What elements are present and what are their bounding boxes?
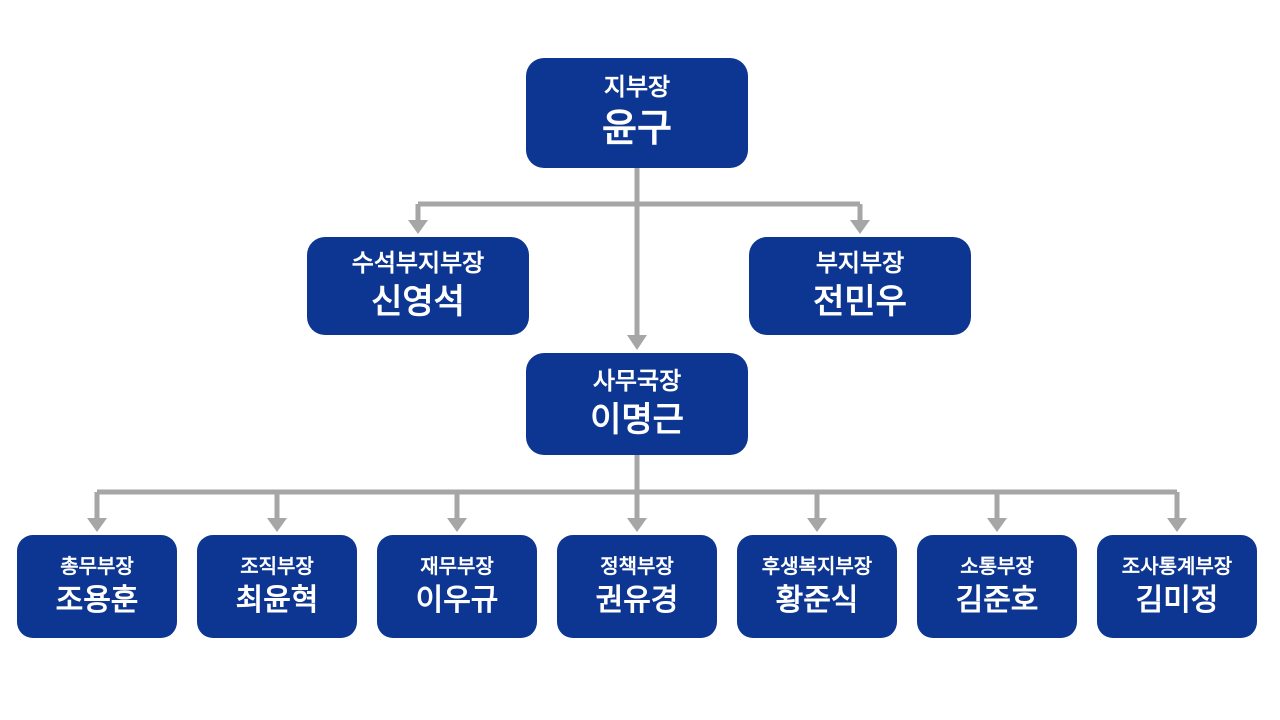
arrowhead-d4 [627,518,647,532]
role-title: 지부장 [603,74,671,102]
arrowhead-l2a [408,220,428,234]
person-name: 윤구 [602,107,672,150]
org-node-survey-statistics: 조사통계부장 김미정 [1097,535,1257,638]
org-node-finance: 재무부장 이우규 [377,535,537,638]
arrowhead-d6 [987,518,1007,532]
role-title: 사무국장 [592,367,682,395]
role-title: 후생복지부장 [761,556,873,578]
person-name: 신영석 [371,283,465,321]
arrowhead-l2b [850,220,870,234]
person-name: 김준호 [955,584,1039,617]
person-name: 황준식 [775,584,859,617]
org-node-policy: 정책부장 권유경 [557,535,717,638]
arrowhead-d5 [807,518,827,532]
role-title: 수석부지부장 [351,249,485,277]
person-name: 권유경 [595,584,679,617]
role-title: 소통부장 [960,556,1034,578]
arrowhead-d3 [447,518,467,532]
role-title: 조직부장 [240,556,314,578]
role-title: 총무부장 [60,556,134,578]
arrowhead-d1 [87,518,107,532]
role-title: 정책부장 [600,556,674,578]
role-title: 조사통계부장 [1121,556,1233,578]
org-node-senior-deputy-chief: 수석부지부장 신영석 [307,237,529,335]
person-name: 이우규 [415,584,499,617]
arrowhead-l3 [627,335,647,350]
person-name: 전민우 [813,283,907,321]
org-node-branch-chief: 지부장 윤구 [526,58,748,168]
person-name: 김미정 [1135,584,1219,617]
org-node-secretary-general: 사무국장 이명근 [526,353,748,455]
org-node-welfare: 후생복지부장 황준식 [737,535,897,638]
role-title: 부지부장 [815,249,905,277]
person-name: 최윤혁 [235,584,319,617]
role-title: 재무부장 [420,556,494,578]
org-node-general-affairs: 총무부장 조용훈 [17,535,177,638]
person-name: 조용훈 [55,584,139,617]
org-node-deputy-chief: 부지부장 전민우 [749,237,971,335]
org-node-communication: 소통부장 김준호 [917,535,1077,638]
arrowhead-d2 [267,518,287,532]
arrowhead-d7 [1167,518,1187,532]
org-node-organization: 조직부장 최윤혁 [197,535,357,638]
person-name: 이명근 [590,401,684,439]
